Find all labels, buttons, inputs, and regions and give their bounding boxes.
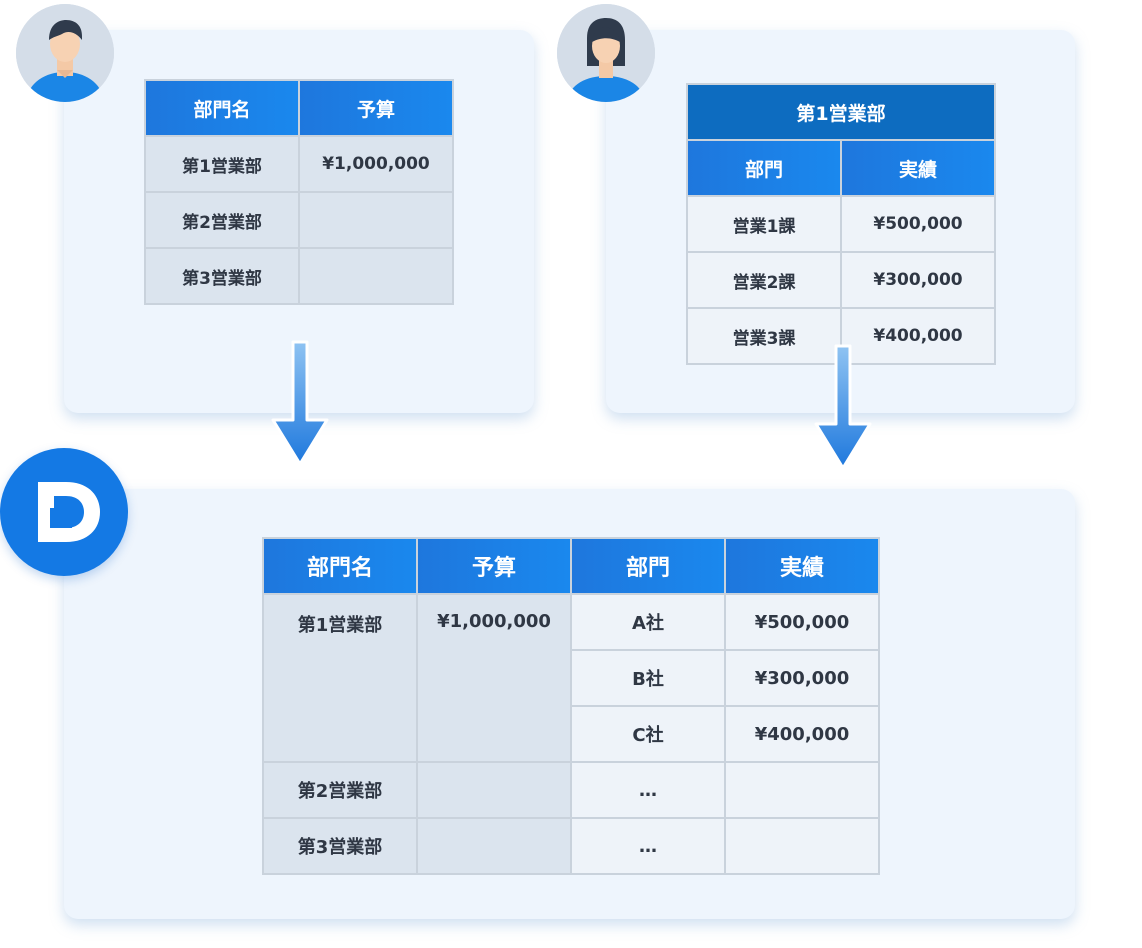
- cell-actual: [724, 761, 880, 819]
- cell-budget: ¥1,000,000: [416, 593, 572, 763]
- table-row: 第1営業部 ¥1,000,000: [144, 135, 454, 193]
- cell-section: 営業2課: [686, 251, 842, 309]
- cell-budget: ¥1,000,000: [298, 135, 454, 193]
- table-row: 営業3課 ¥400,000: [686, 307, 997, 365]
- arrow-down-icon: [814, 344, 872, 470]
- cell-budget: [416, 761, 572, 819]
- cell-budget: [416, 817, 572, 875]
- app-logo-icon: [0, 448, 128, 576]
- cell-budget: [298, 191, 454, 249]
- cell-department: 第3営業部: [144, 247, 300, 305]
- cell-actual: ¥300,000: [724, 649, 880, 707]
- table-row: 営業1課 ¥500,000: [686, 195, 997, 253]
- cell-department: 第2営業部: [144, 191, 300, 249]
- budget-table: 部門名 予算 第1営業部 ¥1,000,000 第2営業部 第3営業部: [144, 79, 454, 305]
- cell-section: 営業3課: [686, 307, 842, 365]
- header-department-name: 部門名: [262, 537, 418, 595]
- table-row: 第2営業部 …: [262, 761, 880, 819]
- table-row: B社 ¥300,000: [263, 649, 880, 707]
- header-department: 部門: [570, 537, 726, 595]
- header-budget: 予算: [416, 537, 572, 595]
- cell-department: 第3営業部: [262, 817, 418, 875]
- cell-actual: ¥400,000: [724, 705, 880, 763]
- table-caption: 第1営業部: [685, 83, 997, 141]
- table-row: 営業2課 ¥300,000: [686, 251, 997, 309]
- table-row: 第2営業部: [144, 191, 454, 249]
- header-department-name: 部門名: [144, 79, 300, 137]
- cell-company: A社: [570, 593, 726, 651]
- cell-department: 第1営業部: [262, 593, 418, 763]
- cell-actual: ¥400,000: [839, 307, 997, 365]
- cell-actual: [724, 817, 880, 875]
- table-row: 第3営業部 …: [262, 817, 880, 875]
- table-row: 第1営業部 ¥1,000,000 A社 ¥500,000: [262, 593, 880, 763]
- header-actual: 実績: [839, 139, 997, 197]
- cell-department: 第2営業部: [262, 761, 418, 819]
- header-department: 部門: [686, 139, 842, 197]
- cell-section: 営業1課: [686, 195, 842, 253]
- cell-department: 第1営業部: [144, 135, 300, 193]
- header-actual: 実績: [724, 537, 880, 595]
- actual-table: 第1営業部 部門 実績 営業1課 ¥500,000 営業2課 ¥300,000 …: [685, 83, 997, 365]
- cell-company: …: [570, 817, 726, 875]
- cell-company: B社: [570, 649, 726, 707]
- cell-actual: ¥500,000: [839, 195, 997, 253]
- merged-table: 部門名 予算 部門 実績 第1営業部 ¥1,000,000 A社 ¥500,00…: [262, 537, 880, 875]
- user-female-icon: [557, 4, 655, 102]
- cell-budget: [298, 247, 454, 305]
- cell-actual: ¥500,000: [724, 593, 880, 651]
- table-row: 第3営業部: [144, 247, 454, 305]
- arrow-down-icon: [271, 340, 329, 466]
- cell-actual: ¥300,000: [839, 251, 997, 309]
- table-row: C社 ¥400,000: [263, 705, 880, 763]
- cell-company: …: [570, 761, 726, 819]
- cell-company: C社: [570, 705, 726, 763]
- user-male-icon: [16, 4, 114, 102]
- header-budget: 予算: [298, 79, 454, 137]
